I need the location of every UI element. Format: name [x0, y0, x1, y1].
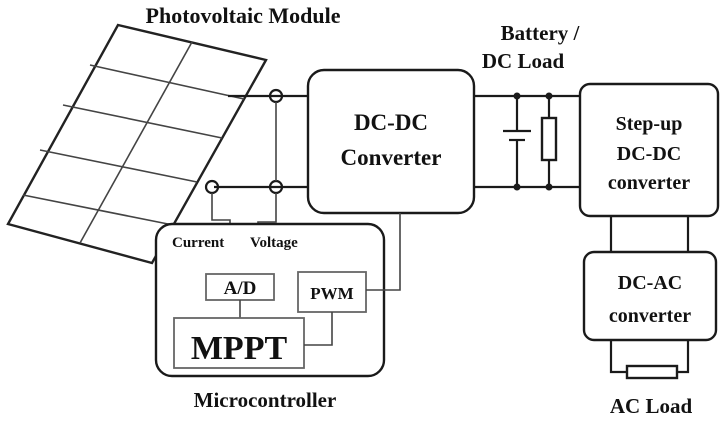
battery-symbol — [503, 96, 531, 187]
dcdc-label-2: Converter — [341, 145, 442, 170]
ac-load-resistor — [609, 340, 690, 380]
dcac-converter-block: DC-AC converter — [582, 250, 718, 342]
battery-label-1: Battery / — [501, 21, 581, 45]
ad-label: A/D — [224, 278, 257, 299]
dcdc-converter-block: DC-DC Converter — [306, 68, 476, 215]
mppt-label: MPPT — [191, 330, 288, 367]
dcac-label-1: DC-AC — [618, 272, 682, 294]
dcdc-label-1: DC-DC — [354, 110, 428, 135]
current-label: Current — [172, 235, 224, 251]
pv-module-label: Photovoltaic Module — [146, 3, 341, 28]
dc-bus — [474, 92, 580, 191]
microcontroller-label: Microcontroller — [194, 388, 337, 412]
pwm-block — [297, 271, 367, 313]
mppt-block — [173, 317, 305, 369]
pv-panel — [6, 23, 268, 265]
stepup-converter-block: Step-up DC-DC converter — [578, 82, 720, 218]
dc-load-resistor — [540, 96, 558, 187]
battery-label-2: DC Load — [482, 49, 565, 73]
stepup-label-2: DC-DC — [617, 143, 681, 165]
stepup-label-3: converter — [608, 172, 690, 194]
pwm-label: PWM — [310, 284, 353, 303]
dcac-label-2: converter — [609, 305, 691, 327]
voltage-label: Voltage — [250, 235, 298, 251]
stepup-label-1: Step-up — [616, 113, 683, 135]
ac-load-label: AC Load — [610, 394, 693, 418]
microcontroller-block: Current Voltage A/D PWM MPPT — [154, 213, 401, 378]
